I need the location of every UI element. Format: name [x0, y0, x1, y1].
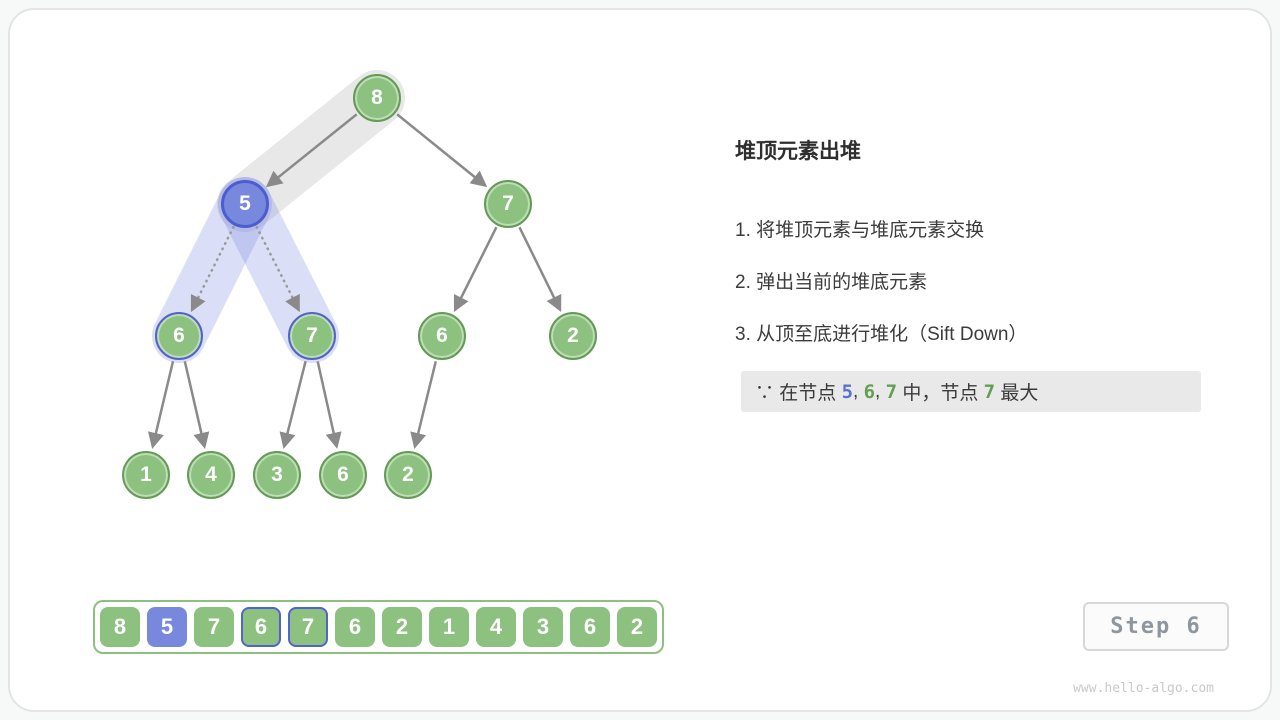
step-text-2: 2. 弹出当前的堆底元素: [735, 272, 928, 293]
tree-node-2: 2: [549, 312, 597, 360]
array-cell-9: 3: [523, 607, 563, 647]
tree-node-root-8: 8: [353, 74, 401, 122]
step-text-3: 3. 从顶至底进行堆化（Sift Down）: [735, 324, 1028, 345]
watermark-text: www.hello-algo.com: [1073, 681, 1214, 696]
heap-array: 8 5 7 6 7 6 2 1 4 3 6 2: [93, 600, 664, 654]
tree-node-3: 3: [253, 451, 301, 499]
panel-title: 堆顶元素出堆: [735, 140, 861, 163]
tree-node-leaf-2: 2: [384, 451, 432, 499]
note-number-6: 6: [863, 380, 876, 403]
tree-node-6: 6: [418, 312, 466, 360]
tree-node-current-5: 5: [221, 180, 269, 228]
tree-node-compared-7: 7: [288, 312, 336, 360]
array-cell-6: 2: [382, 607, 422, 647]
array-cell-8: 4: [476, 607, 516, 647]
explanation-panel: 堆顶元素出堆 1. 将堆顶元素与堆底元素交换 2. 弹出当前的堆底元素 3. 从…: [735, 135, 1213, 412]
note-text: ∵ 在节点: [755, 383, 842, 404]
array-cell-7: 1: [429, 607, 469, 647]
array-cell-10: 6: [570, 607, 610, 647]
array-cell-4: 7: [288, 607, 328, 647]
array-cell-11: 2: [617, 607, 657, 647]
step-badge: Step 6: [1083, 602, 1229, 651]
tree-node-4: 4: [187, 451, 235, 499]
tree-node-1: 1: [122, 451, 170, 499]
tree-node-leaf-6: 6: [319, 451, 367, 499]
tree-node-compared-6: 6: [155, 312, 203, 360]
array-cell-1: 5: [147, 607, 187, 647]
array-cell-3: 6: [241, 607, 281, 647]
array-cell-2: 7: [194, 607, 234, 647]
note-box: ∵ 在节点 5, 6, 7 中，节点 7 最大: [741, 371, 1201, 412]
step-text-1: 1. 将堆顶元素与堆底元素交换: [735, 220, 985, 241]
array-cell-0: 8: [100, 607, 140, 647]
array-cell-5: 6: [335, 607, 375, 647]
note-number-7: 7: [885, 380, 898, 403]
note-number-7-max: 7: [983, 380, 996, 403]
note-number-5: 5: [841, 380, 854, 403]
tree-node-7: 7: [484, 180, 532, 228]
